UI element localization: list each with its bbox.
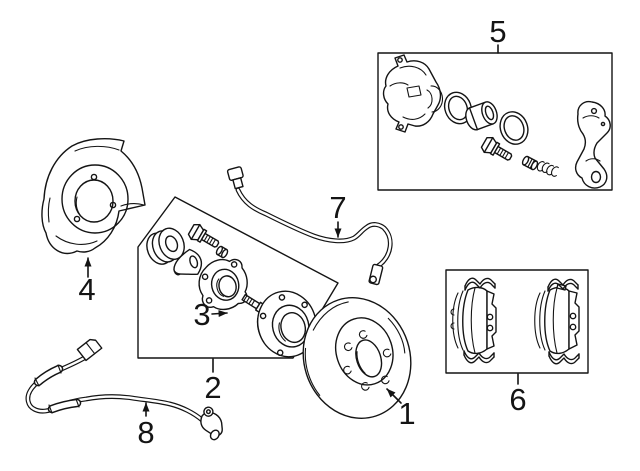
- splash-shield-drawing: [41, 138, 146, 255]
- hub-drawing: [256, 290, 318, 358]
- callout-2-hub-kit[interactable]: 2: [204, 358, 222, 405]
- pads-kit-box-drawing: [445, 269, 589, 374]
- callout-7-brake-hose[interactable]: 7: [329, 190, 347, 238]
- piston-boot-drawing: [443, 91, 473, 125]
- abs-sensor-cable-drawing: [25, 338, 223, 441]
- piston-seal-drawing: [499, 111, 529, 145]
- callout-6-pad-kit[interactable]: 6: [509, 373, 527, 417]
- callout-3-hub-bolt[interactable]: 3: [193, 297, 228, 332]
- caliper-bracket-drawing: [574, 100, 611, 189]
- callout-4-number[interactable]: 4: [78, 272, 95, 307]
- hub-kit-bolt-drawing: [186, 221, 223, 253]
- brake-pad-right-drawing: [534, 283, 580, 355]
- callout-5-number[interactable]: 5: [489, 14, 506, 49]
- pad-clip-drawing: [463, 350, 495, 364]
- hub-kit-nut-drawing: [215, 245, 229, 259]
- boot-spring-drawing: [536, 161, 559, 177]
- callout-4-splash-shield[interactable]: 4: [78, 257, 96, 307]
- guide-bushing-drawing: [521, 155, 539, 171]
- brake-hose-drawing: [226, 166, 393, 286]
- bearing-drawing: [146, 227, 185, 265]
- hose-banjo-fitting: [368, 263, 384, 286]
- caliper-kit-box-drawing: [377, 52, 613, 191]
- hub-kit-box-drawing: [137, 196, 339, 359]
- callout-8-abs-cable[interactable]: 8: [137, 402, 155, 450]
- caliper-body-drawing: [382, 54, 444, 133]
- brake-rotor-drawing: [302, 297, 412, 419]
- callout-8-number[interactable]: 8: [137, 415, 154, 450]
- shield-inner-ring: [61, 164, 129, 234]
- callout-3-number[interactable]: 3: [193, 297, 210, 332]
- callout-1-number[interactable]: 1: [398, 396, 415, 431]
- piston-drawing: [465, 101, 498, 131]
- rotor-center-bore: [355, 339, 383, 378]
- cable-connector: [76, 338, 103, 362]
- callout-2-number[interactable]: 2: [204, 370, 221, 405]
- callout-5-caliper-kit[interactable]: 5: [489, 14, 507, 54]
- callouts: 1 2 3 4 5 6 7 8: [78, 14, 526, 450]
- callout-7-number[interactable]: 7: [329, 190, 346, 225]
- hub-kit-box-outline: [137, 196, 339, 359]
- hub-flange-drawing: [198, 258, 248, 311]
- pads-kit-box-outline: [445, 269, 589, 374]
- pad-clip-drawing: [464, 277, 496, 291]
- dust-cap-drawing: [173, 248, 203, 276]
- callout-6-number[interactable]: 6: [509, 382, 526, 417]
- hose-top-fitting: [226, 166, 244, 190]
- callout-1-brake-rotor[interactable]: 1: [386, 388, 416, 431]
- caliper-kit-box-outline: [377, 52, 613, 191]
- brake-pad-left-drawing: [450, 286, 497, 355]
- pad-clip-drawing: [548, 351, 580, 365]
- abs-sensor-head: [200, 406, 223, 441]
